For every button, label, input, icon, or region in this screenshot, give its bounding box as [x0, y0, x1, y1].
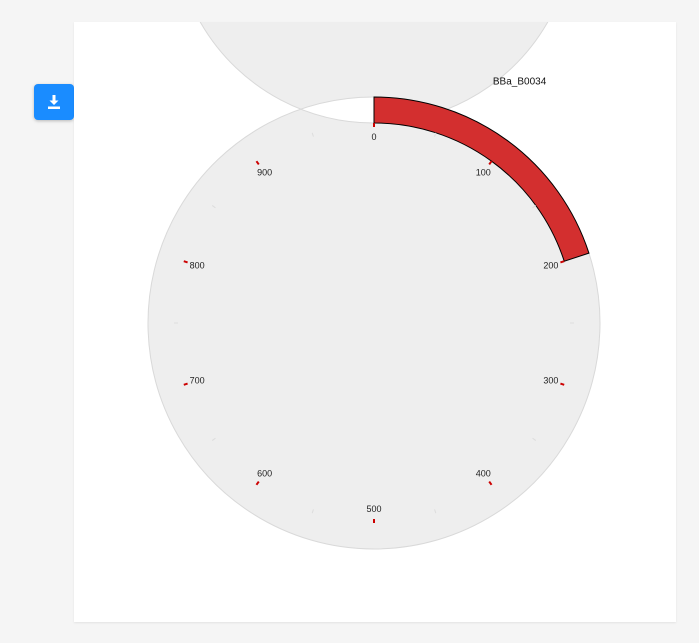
minor-tick [434, 132, 437, 137]
feature-layer: BBa_B0034 [373, 77, 590, 262]
major-tick [560, 382, 565, 386]
download-button[interactable] [34, 84, 74, 120]
minor-tick [311, 509, 314, 514]
major-tick [255, 160, 260, 166]
tick-label: 700 [190, 375, 205, 385]
minor-tick [311, 132, 314, 137]
minor-tick [211, 205, 216, 209]
major-tick [183, 382, 188, 386]
minor-tick [211, 437, 216, 441]
tick-label: 500 [366, 504, 381, 514]
minor-tick [434, 509, 437, 514]
minor-tick [532, 437, 537, 441]
tick-label: 100 [476, 168, 491, 178]
tick-label: 600 [257, 468, 272, 478]
feature-arc-bba-b0034[interactable] [373, 96, 590, 262]
major-tick [488, 480, 493, 486]
tick-label: 300 [543, 375, 558, 385]
major-tick [488, 160, 493, 166]
plasmid-map-panel: BBa_B0034 0 100 200 300 400 500 600 700 800 900 [74, 22, 676, 622]
download-icon [48, 95, 60, 109]
tick-label: 900 [257, 168, 272, 178]
major-tick [560, 260, 565, 264]
feature-label: BBa_B0034 [493, 77, 547, 88]
major-tick [183, 260, 188, 264]
tick-label: 200 [543, 261, 558, 271]
minor-tick [532, 205, 537, 209]
tick-label: 400 [476, 468, 491, 478]
tick-layer: 0 100 200 300 400 500 600 700 800 900 [174, 123, 574, 523]
major-tick [255, 480, 260, 486]
tick-label: 0 [371, 132, 376, 142]
plasmid-map: BBa_B0034 0 100 200 300 400 500 600 700 800 900 [147, 22, 601, 550]
tick-label: 800 [190, 261, 205, 271]
